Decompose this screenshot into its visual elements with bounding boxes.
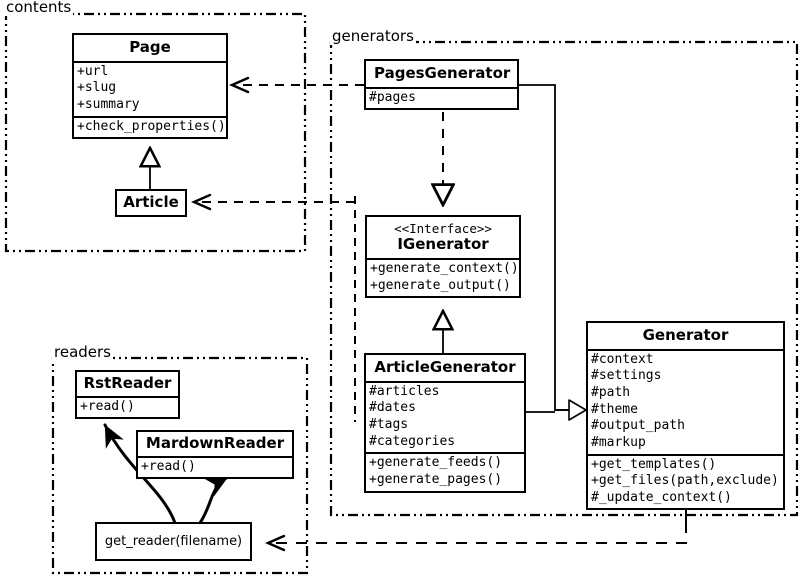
- class-igenerator-name: IGenerator: [397, 235, 489, 254]
- class-mardown-reader-name: MardownReader: [145, 434, 285, 452]
- class-page[interactable]: Page +url +slug +summary +check_properti…: [72, 33, 228, 140]
- package-label-contents: contents: [4, 0, 74, 16]
- class-rst-reader-operations: +read(): [77, 395, 178, 418]
- class-article-generator-operations: +generate_feeds() +generate_pages(): [366, 452, 524, 490]
- rel-generator-to-getreader-head: [265, 534, 286, 552]
- attribute: #markup: [591, 434, 646, 450]
- class-page-operations: +check_properties(): [74, 115, 226, 138]
- attribute: #tags: [369, 417, 409, 432]
- class-generator-attributes: #context #settings #path #theme #output_…: [588, 348, 783, 454]
- attribute: +url: [77, 63, 109, 79]
- attribute: #settings: [591, 368, 662, 384]
- class-pages-generator[interactable]: PagesGenerator #pages: [364, 59, 519, 111]
- rel-generator-inheritance-head: [568, 399, 587, 421]
- class-generator-operations: +get_templates() +get_files(path,exclude…: [588, 453, 783, 509]
- class-pages-generator-attributes: #pages: [366, 86, 517, 109]
- attribute: #pages: [369, 89, 416, 105]
- attribute: #context: [591, 351, 654, 367]
- operation: +get_files(path,exclude): [591, 473, 779, 489]
- attribute: +slug: [77, 80, 117, 96]
- function-get-reader[interactable]: get_reader(filename): [95, 522, 252, 561]
- class-generator-name: Generator: [642, 326, 729, 344]
- operation: +check_properties(): [77, 118, 226, 134]
- class-page-name: Page: [129, 38, 171, 56]
- class-article-generator-attributes: #articles #dates #tags #categories: [366, 380, 524, 453]
- class-article-generator[interactable]: ArticleGenerator #articles #dates #tags …: [364, 353, 526, 493]
- class-article-name: Article: [123, 193, 179, 211]
- rel-pagesgenerator-to-generator: [519, 84, 571, 411]
- attribute: #dates: [369, 400, 416, 416]
- function-get-reader-label: get_reader(filename): [104, 534, 243, 549]
- operation: +generate_context(): [370, 261, 519, 277]
- attribute: #theme: [591, 401, 638, 417]
- rel-getreader-to-mardownreader: [198, 475, 230, 525]
- attribute: #categories: [369, 433, 456, 449]
- attribute: #articles: [369, 383, 440, 399]
- class-generator[interactable]: Generator #context #settings #path #them…: [586, 321, 785, 511]
- class-mardown-reader-operations: +read(): [138, 455, 292, 478]
- class-mardown-reader[interactable]: MardownReader +read(): [136, 430, 294, 480]
- class-igenerator[interactable]: <<Interface>> IGenerator +generate_conte…: [365, 215, 521, 299]
- class-igenerator-name-block: <<Interface>> IGenerator: [367, 217, 519, 258]
- rel-articlegenerator-to-article-head: [191, 193, 212, 211]
- attribute: #output_path: [591, 418, 685, 434]
- attribute: +summary: [77, 97, 140, 112]
- operation: +generate_output(): [370, 277, 511, 293]
- class-page-attributes: +url +slug +summary: [74, 60, 226, 116]
- package-label-readers: readers: [52, 343, 113, 361]
- operation: +read(): [141, 458, 196, 474]
- class-rst-reader[interactable]: RstReader +read(): [75, 370, 180, 420]
- class-pages-generator-name: PagesGenerator: [374, 64, 511, 82]
- attribute: #path: [591, 385, 631, 400]
- class-article-generator-name: ArticleGenerator: [374, 358, 516, 376]
- operation: +get_templates(): [591, 456, 717, 472]
- operation: #_update_context(): [591, 489, 732, 505]
- package-label-generators: generators: [330, 27, 416, 45]
- operation: +read(): [80, 398, 135, 414]
- class-article[interactable]: Article: [115, 189, 187, 217]
- operation: +generate_pages(): [369, 471, 503, 487]
- class-igenerator-operations: +generate_context() +generate_output(): [367, 258, 519, 296]
- operation: +generate_feeds(): [369, 455, 503, 471]
- class-rst-reader-name: RstReader: [83, 374, 172, 392]
- rel-pagesgenerator-to-page-head: [229, 76, 250, 94]
